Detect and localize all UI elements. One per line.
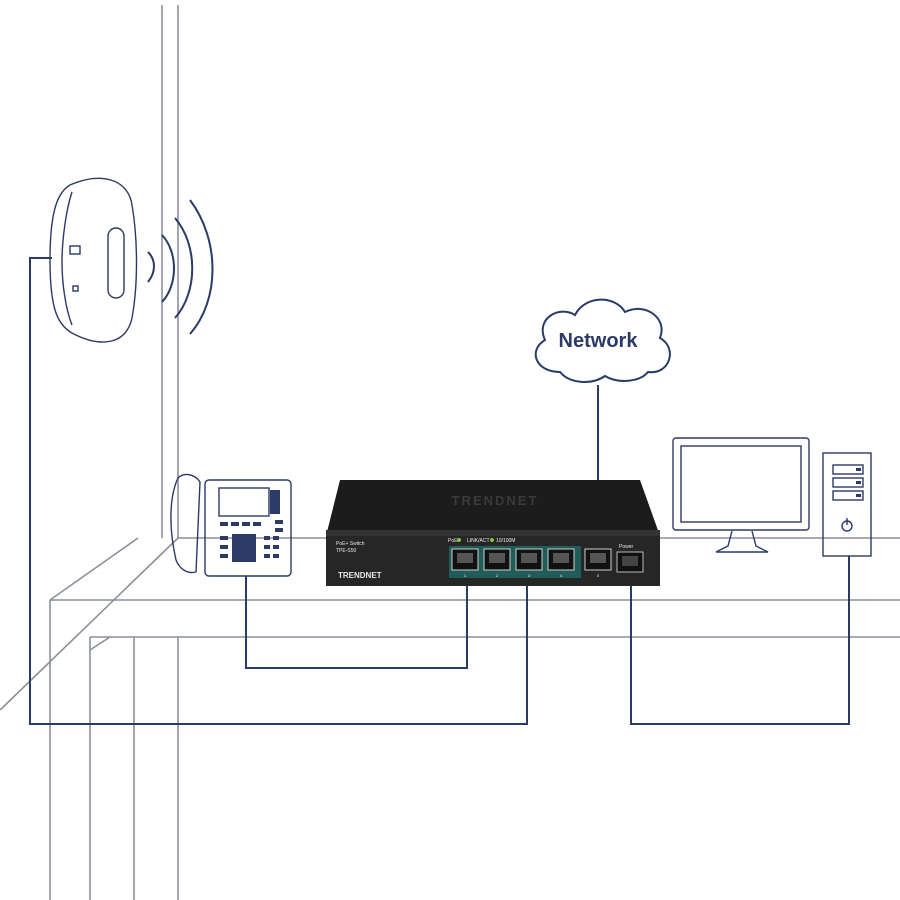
ethernet-port-socket — [590, 553, 606, 563]
switch-model-line1: PoE+ Switch — [336, 541, 365, 547]
power-icon — [841, 518, 853, 532]
speed-label: 10/100M — [496, 538, 515, 544]
ethernet-port-socket — [457, 553, 473, 563]
poe-led-label: PoE — [448, 538, 458, 544]
switch-model-line2: TPE-S50 — [336, 548, 357, 554]
switch-brand: TRENDNET — [338, 571, 382, 580]
desktop-tower-icon — [822, 452, 872, 557]
link-led — [490, 538, 494, 542]
port-number-label: 3 — [528, 573, 531, 578]
port-number-label: 2 — [496, 573, 499, 578]
poe-led — [457, 538, 461, 542]
cloud-label: Network — [559, 330, 639, 352]
poe-switch: TRENDNET PoE+ Switch TPE-S50 TRENDNET Po… — [326, 480, 660, 586]
network-cloud: Network — [534, 298, 671, 383]
link-led-label: LINK/ACT — [467, 538, 490, 544]
monitor-icon — [672, 437, 810, 553]
port-number-label: 5 — [597, 573, 600, 578]
cable-ip-phone — [245, 575, 468, 669]
room-outline — [0, 5, 900, 900]
ethernet-port-socket — [489, 553, 505, 563]
ethernet-port-socket — [521, 553, 537, 563]
port-number-label: 4 — [560, 573, 563, 578]
ip-phone-icon — [170, 473, 292, 577]
power-label: Power — [619, 544, 634, 550]
ethernet-port-socket — [553, 553, 569, 563]
switch-top-logo: TRENDNET — [452, 493, 539, 508]
port-number-label: 1 — [464, 573, 467, 578]
access-point-icon — [49, 177, 138, 343]
cable-desktop — [630, 556, 850, 725]
cable-access-point — [29, 257, 528, 725]
wifi-signal-icon — [147, 199, 214, 335]
